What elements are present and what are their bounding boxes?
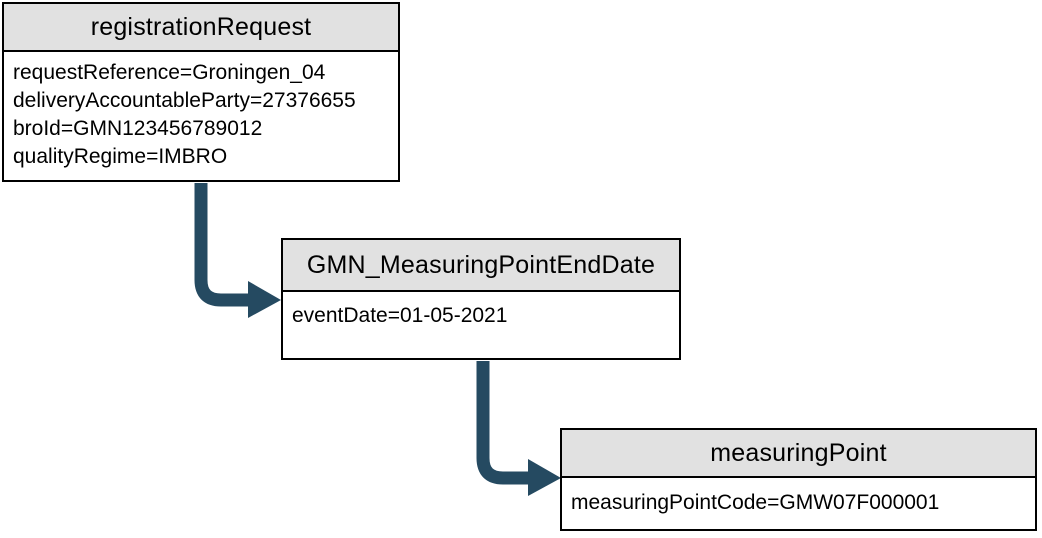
connector-line — [194, 183, 249, 307]
attribute-delivery-accountable-party: deliveryAccountableParty=27376655 — [13, 89, 356, 112]
attribute-quality-regime: qualityRegime=IMBRO — [13, 145, 228, 168]
node-attributes: eventDate=01-05-2021 — [283, 292, 679, 330]
node-title: GMN_MeasuringPointEndDate — [283, 240, 679, 292]
arrowhead-icon — [248, 281, 281, 318]
node-attributes: requestReference=Groningen_04 deliveryAc… — [4, 52, 398, 171]
attribute-request-reference: requestReference=Groningen_04 — [13, 61, 326, 84]
node-gmn-measuring-point-end-date: GMN_MeasuringPointEndDate eventDate=01-0… — [281, 238, 681, 360]
attribute-bro-id: broId=GMN123456789012 — [13, 117, 263, 140]
connector-arrow-enddate-to-measuringpoint — [476, 361, 561, 496]
attribute-event-date: eventDate=01-05-2021 — [292, 304, 508, 327]
node-title: registrationRequest — [4, 4, 398, 52]
attribute-measuring-point-code: measuringPointCode=GMW07F000001 — [571, 491, 940, 514]
node-attributes: measuringPointCode=GMW07F000001 — [562, 478, 1035, 517]
node-registration-request: registrationRequest requestReference=Gro… — [2, 2, 400, 182]
node-title: measuringPoint — [562, 430, 1035, 478]
connector-arrow-registration-to-enddate — [194, 183, 281, 318]
connector-line — [476, 361, 529, 485]
node-measuring-point: measuringPoint measuringPointCode=GMW07F… — [560, 428, 1037, 531]
arrowhead-icon — [528, 459, 561, 496]
